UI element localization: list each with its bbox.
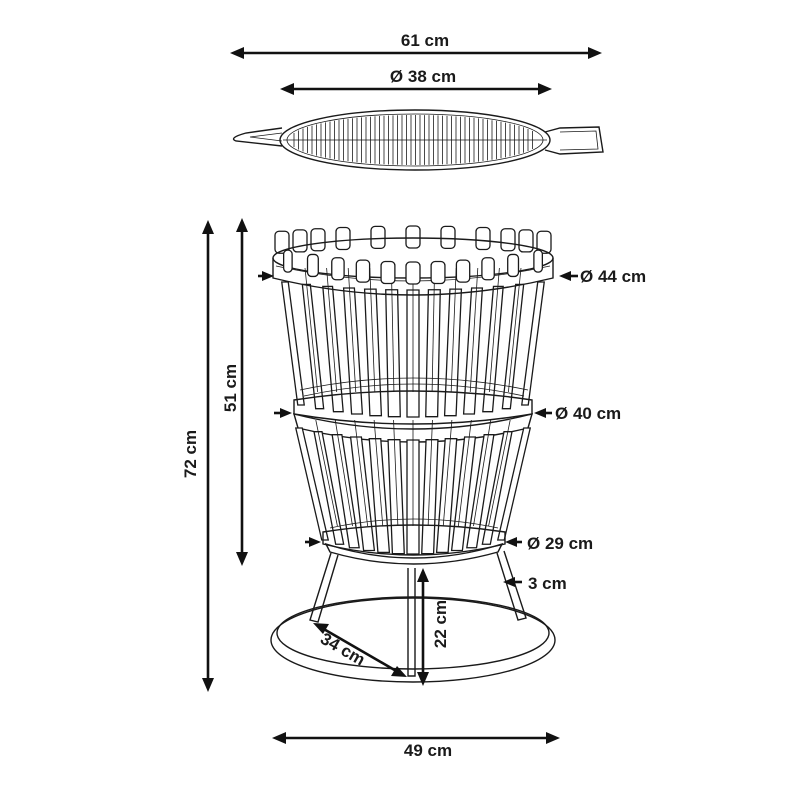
dimension-labels: 61 cm Ø 38 cm Ø 44 cm Ø 40 cm Ø 29 cm 3 … [181, 31, 646, 760]
bottom-diameter-label: Ø 29 cm [527, 534, 593, 553]
main-slats [281, 267, 545, 418]
grate-left-handle [232, 127, 283, 147]
basket-height-label: 51 cm [221, 364, 240, 412]
dimension-lines [202, 47, 602, 744]
front-tabs [282, 249, 544, 285]
grate-drawing [232, 109, 604, 171]
base-width-label: 49 cm [404, 741, 452, 760]
base-ring [270, 597, 556, 683]
fire-basket-drawing [270, 225, 556, 683]
width-overall-label: 61 cm [401, 31, 449, 50]
height-overall-label: 72 cm [181, 430, 200, 478]
grate-right-handle [544, 126, 604, 155]
leg-width-label: 3 cm [528, 574, 567, 593]
leg-front [407, 568, 416, 677]
middle-diameter-label: Ø 40 cm [555, 404, 621, 423]
grate-outline [279, 109, 551, 171]
top-ring [272, 258, 554, 296]
grate-bars [283, 115, 547, 165]
leg-height-label: 22 cm [431, 600, 450, 648]
bottom-ring [322, 524, 506, 556]
grate-diameter-label: Ø 38 cm [390, 67, 456, 86]
leg-left [309, 552, 339, 623]
lower-slats [294, 419, 532, 555]
top-diameter-label: Ø 44 cm [580, 267, 646, 286]
back-slats [274, 225, 552, 254]
